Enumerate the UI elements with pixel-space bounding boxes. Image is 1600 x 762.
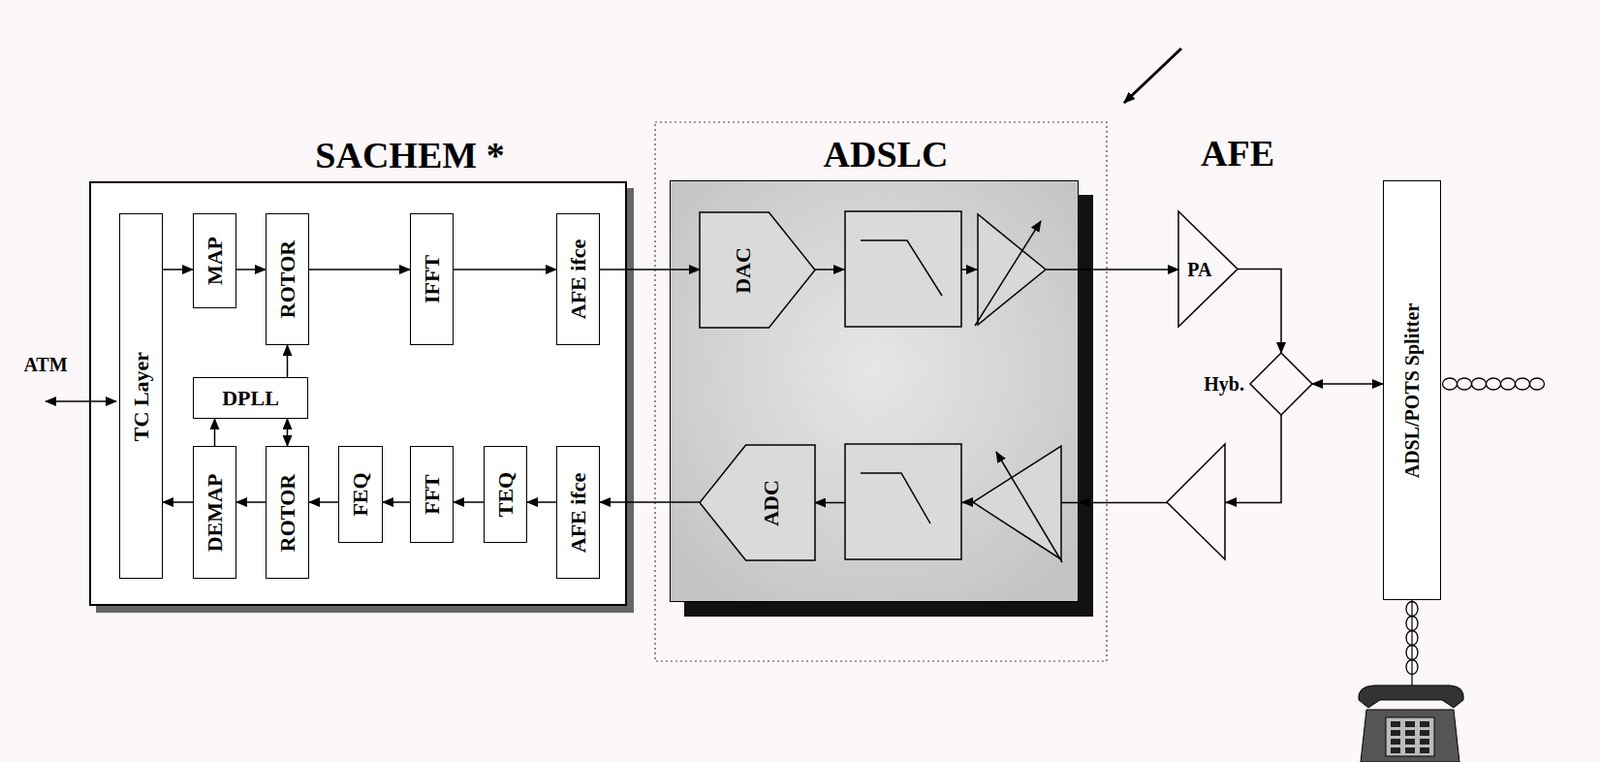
- lowpass-symbol: [860, 240, 942, 296]
- node-label: TEQ: [495, 471, 517, 517]
- splitter-box: ADSL/POTS Splitter: [1382, 180, 1442, 600]
- block-heading: AFE: [1200, 134, 1275, 172]
- signal-connector: [286, 418, 289, 446]
- process-box: FEQ: [338, 445, 383, 543]
- signal-connector: [1312, 382, 1383, 385]
- node-label: ROTOR: [277, 240, 299, 318]
- interface-label: ATM: [23, 354, 67, 375]
- process-box: ROTOR: [265, 445, 310, 579]
- process-box: DEMAP: [192, 445, 237, 579]
- node-label: Hyb.: [1203, 374, 1245, 394]
- block-heading: SACHEM *: [314, 136, 504, 174]
- signal-connector: [599, 501, 700, 503]
- chip-block: SACHEM *TC LayerMAPROTORIFFTAFE ifceDPLL…: [89, 181, 628, 606]
- box-ground: [89, 181, 628, 606]
- gain-arrow: [996, 451, 1063, 563]
- shape-outline: [1250, 352, 1313, 415]
- signal-connector: [599, 268, 700, 271]
- signal-connector: [236, 501, 266, 503]
- signal-connector: [162, 268, 193, 271]
- node-label: TC Layer: [130, 350, 153, 440]
- node-label: FFT: [421, 473, 443, 515]
- node-label: IFFT: [421, 254, 443, 304]
- process-box: IFFT: [409, 213, 454, 346]
- node-label: ROTOR: [277, 472, 299, 551]
- telephone-icon: [1358, 685, 1464, 762]
- signal-connector: [382, 501, 410, 503]
- amplifier-symbol: PA: [1178, 211, 1238, 327]
- lowpass-symbol: [860, 472, 931, 524]
- signal-connector: [309, 501, 339, 503]
- pointer-arrow: [1124, 48, 1182, 103]
- signal-connector: [286, 345, 289, 377]
- arrowhead: [1224, 497, 1237, 507]
- node-label: MAP: [204, 236, 226, 285]
- signal-connector: [162, 501, 193, 503]
- signal-connector: [214, 418, 217, 446]
- node-label: DPLL: [221, 387, 280, 409]
- converter-symbol: ADC: [699, 444, 816, 561]
- node-label: DAC: [732, 247, 754, 294]
- signal-connector: [236, 268, 266, 271]
- chip-block: ADSLCDACADC: [669, 180, 1079, 602]
- filter-box: [845, 211, 962, 327]
- signal-connector: [527, 501, 557, 503]
- shaded-ground: [669, 180, 1079, 602]
- process-box: TEQ: [483, 445, 528, 543]
- amplifier-symbol: [1166, 443, 1225, 560]
- shape-outline: [699, 212, 816, 328]
- dotted-frame: [655, 122, 1107, 661]
- node-label: DEMAP: [204, 472, 226, 552]
- process-box: MAP: [192, 213, 237, 309]
- arrowhead: [833, 264, 978, 275]
- signal-connector: [1237, 269, 1282, 354]
- converter-symbol: DAC: [699, 212, 816, 328]
- hybrid-diamond: Hyb.: [1250, 352, 1313, 415]
- process-box: DPLL: [192, 376, 309, 419]
- node-label: ADC: [760, 479, 783, 527]
- node-label: AFE ifce: [567, 239, 590, 319]
- process-box: ROTOR: [265, 213, 310, 346]
- block-heading: ADSLC: [823, 135, 949, 173]
- node-label: AFE ifce: [567, 471, 590, 552]
- filter-box: [845, 443, 962, 560]
- amplifier-symbol: [972, 445, 1062, 560]
- gain-arrow: [974, 220, 1041, 326]
- signal-connector: [453, 501, 484, 503]
- node-label: PA: [1187, 259, 1212, 280]
- node-label: ADSL/POTS Splitter: [1402, 302, 1422, 478]
- interface-box: AFE ifce: [556, 445, 600, 579]
- signal-connector: [309, 268, 410, 271]
- arrowhead: [961, 497, 1091, 507]
- node-label: FEQ: [349, 471, 372, 516]
- layer-box: TC Layer: [119, 213, 163, 579]
- interface-box: AFE ifce: [556, 213, 600, 346]
- process-box: FFT: [409, 445, 454, 543]
- shape-outline: [699, 444, 816, 561]
- interface-arrow: [45, 400, 117, 403]
- signal-connector: [453, 268, 557, 271]
